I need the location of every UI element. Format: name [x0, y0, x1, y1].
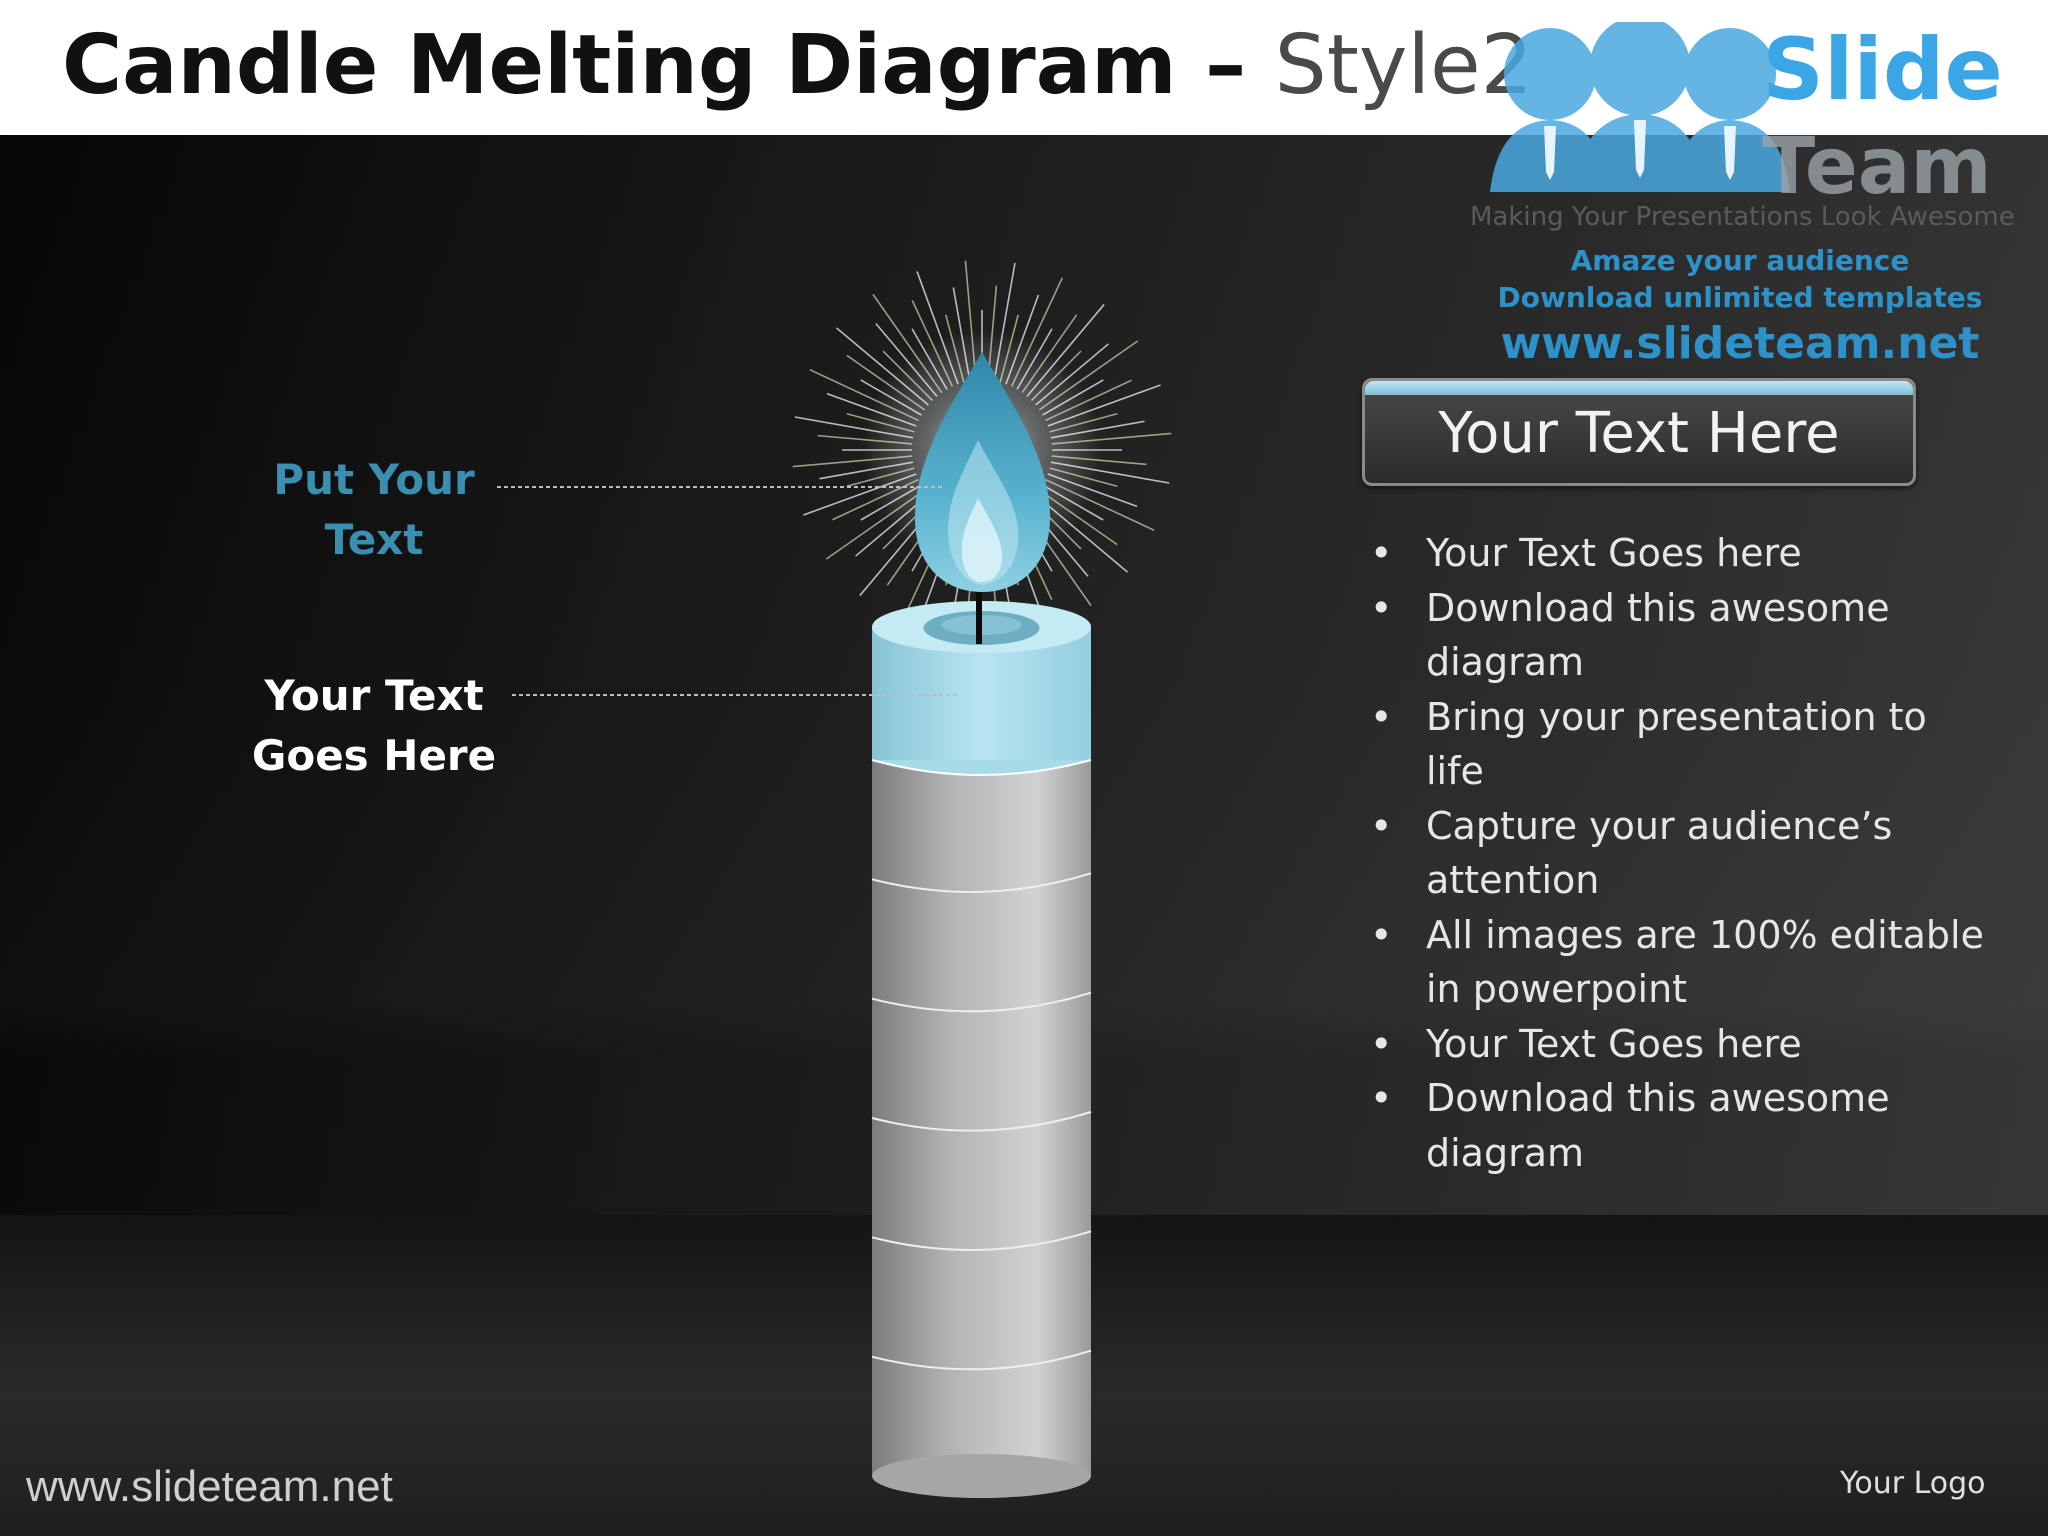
bullet-text-line: attention [1426, 858, 1600, 902]
bullet-dot-icon: • [1370, 585, 1393, 630]
bullet-text-line: diagram [1426, 1130, 1585, 1175]
bullet-text-line: life [1426, 749, 1484, 793]
bullet-text-line: Your Text Goes here [1426, 1021, 1802, 1066]
bullet-text-line: Capture your audience’s [1426, 803, 1893, 848]
candle-segment-divider [871, 872, 1092, 893]
bullet-text-line: Your Text Goes here [1426, 531, 1802, 575]
flame-label-line-2: Text [324, 515, 424, 564]
candle-wick [976, 592, 982, 644]
bullet-item: • Bring your presentation to life [1362, 690, 2002, 799]
bullet-text-line: All images are 100% editable [1426, 912, 1984, 957]
bullet-dot-icon: • [1370, 1076, 1393, 1120]
heading-box-cap [1365, 381, 1913, 395]
top-segment-label: Your Text Goes Here [244, 666, 504, 786]
slide-title: Candle Melting Diagram – Style2 [62, 16, 1533, 116]
logo-word-slide: Slide [1762, 20, 2003, 120]
bullet-dot-icon: • [1370, 531, 1393, 575]
bullet-item: • All images are 100% editable in powerpoi… [1362, 908, 2002, 1017]
heading-box: Your Text Here [1362, 378, 1916, 486]
flame-label: Put Your Text [244, 450, 504, 570]
bullet-text-line: Bring your presentation to [1426, 694, 1927, 739]
top-segment-label-line-1: Your Text [264, 671, 484, 720]
title-main: Candle Melting Diagram [62, 18, 1177, 113]
logo-word-team: Team [1762, 122, 1992, 212]
heading-box-label: Your Text Here [1438, 401, 1840, 466]
bullet-item: • Download this awesome diagram [1362, 1071, 2002, 1180]
bullet-text-line: diagram [1426, 640, 1585, 684]
top-segment-label-line-2: Goes Here [251, 731, 497, 780]
title-dash: – [1176, 18, 1275, 113]
footer-logo-placeholder: Your Logo [1840, 1466, 1986, 1501]
bullet-text-line: Download this awesome [1426, 585, 1890, 630]
promo-line-2: Download unlimited templates [1497, 281, 1983, 314]
candle-segment-divider [871, 991, 1092, 1013]
bullet-item: • Download this awesome diagram [1362, 581, 2002, 690]
bullet-dot-icon: • [1370, 803, 1393, 848]
promo-url: www.slideteam.net [1500, 318, 1980, 369]
promo-line-1: Amaze your audience [1570, 244, 1910, 277]
logo-tagline: Making Your Presentations Look Awesome [1470, 202, 2015, 232]
bullet-text-line: in powerpoint [1426, 967, 1688, 1011]
candle-segment-divider [871, 1230, 1092, 1251]
bullet-dot-icon: • [1370, 1021, 1393, 1066]
flame-icon [915, 352, 1050, 592]
slideteam-people-logo-icon [1490, 22, 1790, 192]
candle-segment-divider [871, 1349, 1092, 1371]
bullet-item: • Your Text Goes here [1362, 1017, 2002, 1072]
flame-label-line-1: Put Your [273, 455, 475, 504]
bullet-dot-icon: • [1370, 694, 1393, 739]
footer-website: www.slideteam.net [26, 1462, 393, 1511]
bullet-text-line: Download this awesome [1426, 1076, 1890, 1120]
bullet-dot-icon: • [1370, 912, 1393, 957]
bullet-item: • Your Text Goes here [1362, 526, 2002, 581]
bullet-item: • Capture your audience’s attention [1362, 799, 2002, 908]
title-style: Style2 [1274, 18, 1533, 113]
bullet-list: • Your Text Goes here • Download this aweso… [1362, 526, 2002, 1180]
candle-body [871, 760, 1092, 1498]
candle-segment-divider [871, 1111, 1092, 1132]
